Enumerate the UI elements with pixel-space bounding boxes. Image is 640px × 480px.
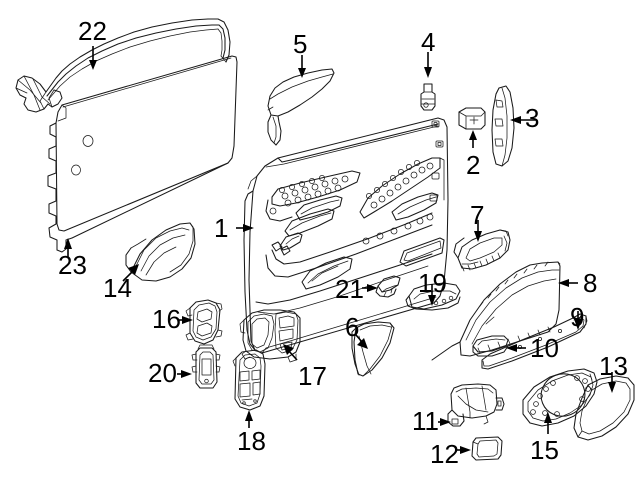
callout-label-16[interactable]: 16 (152, 304, 181, 334)
part-16-seat-memory-switch (185, 299, 223, 345)
part-22-belt-line-molding (15, 18, 231, 113)
callout-label-2[interactable]: 2 (466, 150, 481, 180)
callout-label-20[interactable]: 20 (148, 358, 177, 388)
leader-lines (64, 46, 616, 454)
callout-label-3[interactable]: 3 (525, 103, 540, 133)
part-7-inner-door-handle (453, 229, 511, 272)
callout-label-7[interactable]: 7 (470, 200, 485, 230)
part-15-speaker-grille (522, 368, 598, 427)
callout-label-14[interactable]: 14 (103, 273, 132, 303)
callout-label-10[interactable]: 10 (530, 333, 559, 363)
callout-label-22[interactable]: 22 (78, 16, 107, 46)
callout-label-21[interactable]: 21 (335, 274, 364, 304)
part-3-end-cap-trim (491, 85, 515, 167)
part-13-speaker-cover (573, 375, 635, 441)
callout-label-12[interactable]: 12 (430, 439, 459, 469)
part-23-water-shield (47, 55, 238, 253)
callout-label-23[interactable]: 23 (58, 250, 87, 280)
callout-label-4[interactable]: 4 (421, 27, 436, 57)
part-10-cover-cap (472, 335, 509, 357)
callout-label-8[interactable]: 8 (583, 268, 598, 298)
part-5-upper-corner-trim (267, 68, 335, 146)
part-2-clip-plug (458, 107, 486, 130)
part-20-auxiliary-switch (191, 344, 221, 389)
part-11-handle-bracket (447, 383, 505, 427)
callout-label-9[interactable]: 9 (570, 302, 585, 332)
part-21-small-wedge-cap (375, 275, 401, 298)
part-12-blanking-cover (471, 436, 503, 461)
callout-label-11[interactable]: 11 (412, 406, 439, 436)
callout-label-1[interactable]: 1 (214, 213, 229, 243)
part-19-handle-trim-insert (405, 282, 461, 311)
callout-label-18[interactable]: 18 (237, 426, 266, 456)
callout-label-15[interactable]: 15 (530, 435, 559, 465)
callout-label-13[interactable]: 13 (599, 351, 628, 381)
part-1-door-trim-panel (243, 102, 449, 354)
callout-label-5[interactable]: 5 (293, 29, 308, 59)
part-14-mirror-triangle-trim (125, 222, 196, 282)
callout-label-17[interactable]: 17 (298, 361, 327, 391)
callout-label-19[interactable]: 19 (418, 268, 447, 298)
part-18-window-switch-block (232, 349, 266, 411)
callout-label-6[interactable]: 6 (345, 312, 360, 342)
